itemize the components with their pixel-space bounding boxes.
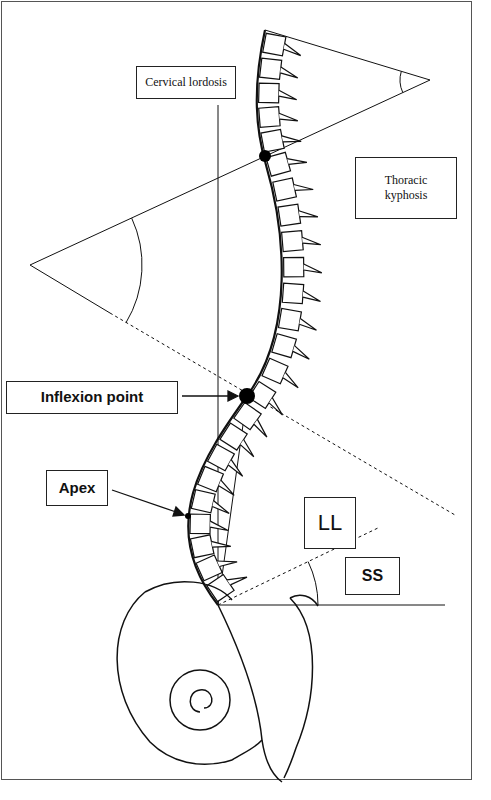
spinous-process bbox=[228, 460, 242, 477]
pubis bbox=[232, 740, 262, 760]
sacrum-top bbox=[290, 595, 318, 606]
angle-label-box: LL bbox=[304, 497, 356, 549]
acetabulum bbox=[170, 670, 230, 730]
region-label-box: Cervical lordosis bbox=[136, 66, 236, 99]
pelvis bbox=[117, 582, 318, 782]
label-text: SS bbox=[362, 566, 383, 586]
frame bbox=[2, 2, 472, 780]
spinous-process bbox=[254, 419, 267, 437]
leader-line bbox=[182, 395, 230, 396]
point-label-box: Inflexion point bbox=[6, 381, 178, 414]
spinous-process bbox=[280, 67, 298, 78]
vertebrae bbox=[190, 33, 322, 601]
spinous-process bbox=[299, 211, 318, 217]
angle-arc bbox=[400, 71, 403, 92]
spinous-process bbox=[227, 577, 247, 585]
point-dot bbox=[239, 388, 255, 404]
spinous-process bbox=[212, 501, 229, 514]
vertebral-body bbox=[190, 514, 210, 534]
sacrum-back bbox=[284, 598, 313, 778]
angle-arc bbox=[126, 218, 142, 323]
horizontal-line bbox=[218, 605, 445, 606]
vertebral-body bbox=[259, 107, 280, 128]
leader-line bbox=[112, 490, 176, 512]
spinous-process bbox=[284, 43, 301, 55]
points bbox=[185, 150, 271, 519]
label-text: Thoracic kyphosis bbox=[374, 173, 438, 203]
vertebral-body bbox=[272, 334, 297, 358]
spinous-process bbox=[210, 521, 228, 530]
vertebral-body bbox=[191, 490, 215, 513]
vertebral-body bbox=[259, 83, 280, 103]
vertebral-body bbox=[282, 231, 304, 252]
spinous-process bbox=[279, 113, 298, 121]
spinous-process bbox=[293, 346, 309, 360]
spinous-process bbox=[287, 159, 307, 165]
point-dot bbox=[259, 150, 271, 162]
iliac-crest bbox=[145, 582, 232, 600]
angle-label-box: SS bbox=[345, 557, 400, 595]
point-dot bbox=[185, 513, 191, 519]
ilium-outline bbox=[117, 592, 232, 764]
spinous-process bbox=[294, 185, 314, 191]
vertebral-body bbox=[261, 129, 284, 152]
vertical-line bbox=[218, 105, 219, 605]
spinous-process bbox=[304, 264, 322, 273]
vertebral-body bbox=[263, 33, 286, 56]
spinous-process bbox=[299, 318, 316, 330]
femoral-head bbox=[190, 690, 212, 712]
arrow-head bbox=[173, 507, 184, 516]
label-text: LL bbox=[318, 509, 342, 537]
label-text: Inflexion point bbox=[41, 388, 144, 407]
angle-line bbox=[265, 30, 430, 80]
vertebral-body bbox=[284, 257, 304, 277]
vertebral-body bbox=[278, 204, 301, 226]
spinous-process bbox=[302, 237, 321, 245]
spinous-process bbox=[217, 561, 237, 567]
label-text: Apex bbox=[59, 479, 96, 498]
spinous-process bbox=[303, 291, 321, 301]
spinous-process bbox=[279, 90, 297, 100]
spine-curve bbox=[188, 30, 282, 605]
spinous-process bbox=[283, 372, 298, 388]
arrow-head bbox=[228, 391, 238, 401]
angle-line-dotted bbox=[110, 313, 455, 515]
vertebral-body bbox=[260, 58, 282, 79]
vertebral-body bbox=[273, 178, 297, 201]
vertebral-body bbox=[282, 283, 303, 304]
sacrum-front bbox=[218, 605, 282, 782]
angle-line bbox=[30, 265, 110, 313]
label-text: Cervical lordosis bbox=[145, 75, 227, 90]
spinous-process bbox=[240, 440, 254, 457]
spinous-process bbox=[219, 480, 235, 495]
spinous-process bbox=[211, 541, 231, 547]
spinous-process bbox=[269, 398, 283, 415]
region-label-box: Thoracic kyphosis bbox=[355, 157, 457, 219]
vertebral-body bbox=[279, 309, 302, 331]
spinous-process bbox=[282, 136, 301, 142]
chord-line bbox=[218, 396, 247, 605]
point-label-box: Apex bbox=[46, 470, 108, 506]
vertebral-body bbox=[190, 535, 214, 558]
